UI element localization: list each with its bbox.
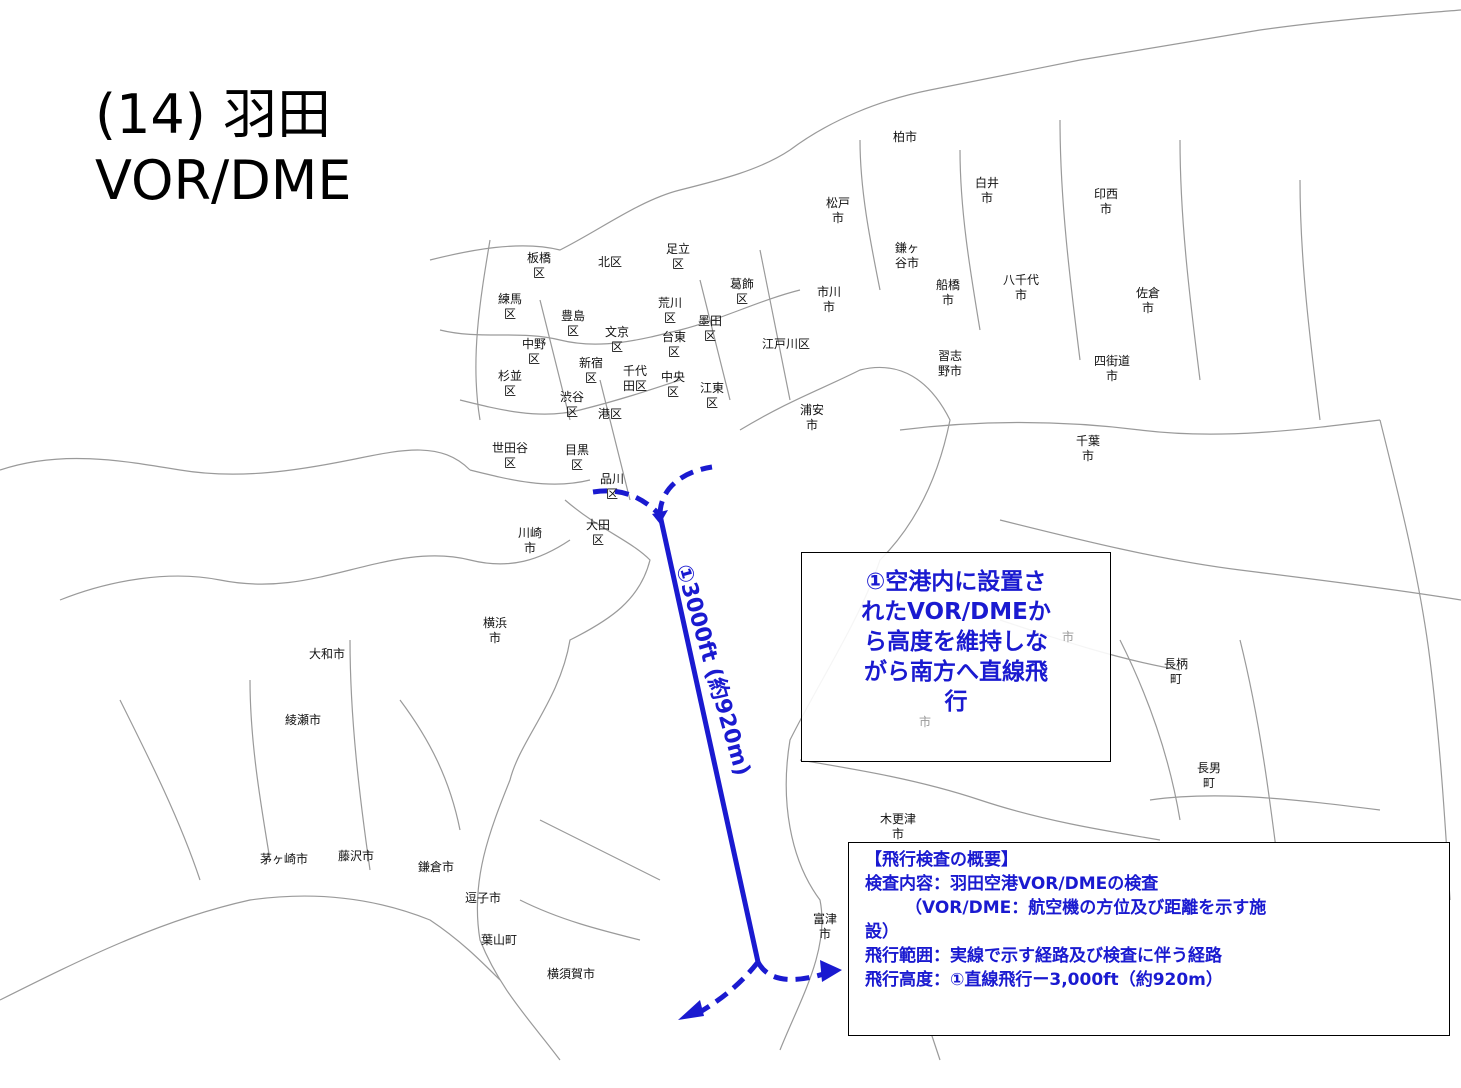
- label-kawasaki: 川崎市: [518, 526, 543, 555]
- summary-altitude: 飛行高度：①直線飛行ー3,000ft（約920m）: [865, 970, 1223, 990]
- callout-line: れたVOR/DMEか: [861, 599, 1051, 625]
- label-ayase: 綾瀬市: [285, 713, 322, 727]
- label-fujisawa: 藤沢市: [338, 849, 375, 863]
- label-taito: 台東区: [662, 330, 687, 359]
- north-dashed-hook-right: [657, 464, 713, 516]
- label-chiyoda: 千代田区: [623, 364, 648, 393]
- south-dashed-hook-right: [755, 960, 831, 982]
- label-hidden-city-1: 市: [919, 715, 932, 729]
- label-setagaya: 世田谷区: [492, 441, 529, 470]
- summary-range: 飛行範囲：実線で示す経路及び検査に伴う経路: [865, 946, 1222, 966]
- title-line-1: (14) 羽田: [95, 83, 332, 146]
- summary-note-1: （VOR/DME：航空機の方位及び距離を示す施: [905, 898, 1267, 918]
- label-kisarazu: 木更津市: [880, 812, 917, 841]
- label-zushi: 逗子市: [465, 891, 502, 905]
- label-yokosuka: 横須賀市: [547, 967, 596, 981]
- label-shibuya: 渋谷区: [560, 390, 585, 419]
- label-katsushika: 葛飾区: [730, 277, 755, 306]
- flight-route: [592, 464, 831, 1015]
- callout-line: がら南方へ直線飛: [864, 659, 1048, 685]
- label-hidden-city-2: 市: [1062, 630, 1075, 644]
- label-nakano: 中野区: [522, 337, 547, 366]
- label-adachi: 足立区: [666, 242, 691, 271]
- callout-line: 行: [944, 689, 968, 715]
- label-edogawa: 江戸川区: [762, 337, 811, 351]
- north-dashed-hook-left: [592, 488, 662, 517]
- label-chonan: 長男町: [1197, 761, 1222, 790]
- label-kita: 北区: [598, 255, 623, 269]
- label-nagara: 長柄町: [1164, 657, 1189, 686]
- label-yokohama: 横浜市: [483, 616, 508, 645]
- title-line-2: VOR/DME: [95, 149, 352, 212]
- label-arakawa: 荒川区: [658, 296, 683, 325]
- label-shinagawa: 品川区: [600, 472, 625, 501]
- label-itabashi: 板橋区: [527, 251, 552, 280]
- label-futtsu: 富津市: [813, 912, 838, 941]
- label-narashino: 習志野市: [938, 349, 963, 378]
- label-inzai: 印西市: [1094, 187, 1119, 216]
- summary-heading: 【飛行検査の概要】: [865, 850, 1018, 870]
- bay-coastline: [476, 499, 651, 1061]
- summary-note-2: 設）: [865, 922, 899, 942]
- callout-line: ら高度を維持しな: [864, 629, 1048, 655]
- arrow-southwest-icon: [678, 1000, 704, 1020]
- label-suginami: 杉並区: [498, 369, 523, 398]
- inspection-summary-box: 【飛行検査の概要】 検査内容：羽田空港VOR/DMEの検査 （VOR/DME：航…: [848, 842, 1450, 1036]
- label-yamato: 大和市: [309, 647, 346, 661]
- label-yotsukaido: 四街道市: [1094, 354, 1131, 383]
- callout-line: ①空港内に設置さ: [865, 569, 1047, 595]
- label-ichikawa: 市川市: [817, 285, 842, 314]
- route-description-callout: ①空港内に設置さ れたVOR/DMEか ら高度を維持しな がら南方へ直線飛 行: [801, 552, 1111, 762]
- label-hayama: 葉山町: [481, 933, 518, 947]
- straight-route-line: [657, 514, 761, 963]
- label-sumida: 墨田区: [698, 314, 723, 343]
- label-funabashi: 船橋市: [936, 278, 961, 307]
- airport-marker-icon: [652, 510, 668, 524]
- south-dashed-hook-left: [698, 960, 760, 1015]
- label-koto: 江東区: [700, 381, 725, 410]
- label-chiba: 千葉市: [1076, 434, 1101, 463]
- label-chuo: 中央区: [661, 370, 686, 399]
- label-ota: 大田区: [586, 518, 611, 547]
- label-bunkyo: 文京区: [605, 325, 630, 354]
- label-shiroi: 白井市: [975, 176, 1000, 205]
- label-sakura: 佐倉市: [1136, 286, 1161, 315]
- label-kamakura: 鎌倉市: [418, 860, 455, 874]
- label-chigasaki: 茅ヶ崎市: [260, 852, 309, 866]
- label-toshima: 豊島区: [561, 309, 586, 338]
- label-matsudo: 松戸市: [826, 196, 851, 225]
- sagami-coastline: [0, 895, 501, 1001]
- arrow-east-icon: [820, 960, 842, 982]
- label-shinjuku: 新宿区: [579, 356, 604, 385]
- label-kashiwa: 柏市: [893, 130, 918, 144]
- label-yachiyo: 八千代市: [1003, 273, 1040, 302]
- label-kamagaya: 鎌ヶ谷市: [895, 241, 920, 270]
- label-minato: 港区: [598, 407, 623, 421]
- summary-content: 検査内容：羽田空港VOR/DMEの検査: [865, 874, 1159, 894]
- label-meguro: 目黒区: [565, 443, 590, 472]
- label-nerima: 練馬区: [498, 292, 523, 321]
- label-urayasu: 浦安市: [800, 403, 825, 432]
- page-title: (14) 羽田 VOR/DME: [95, 82, 352, 214]
